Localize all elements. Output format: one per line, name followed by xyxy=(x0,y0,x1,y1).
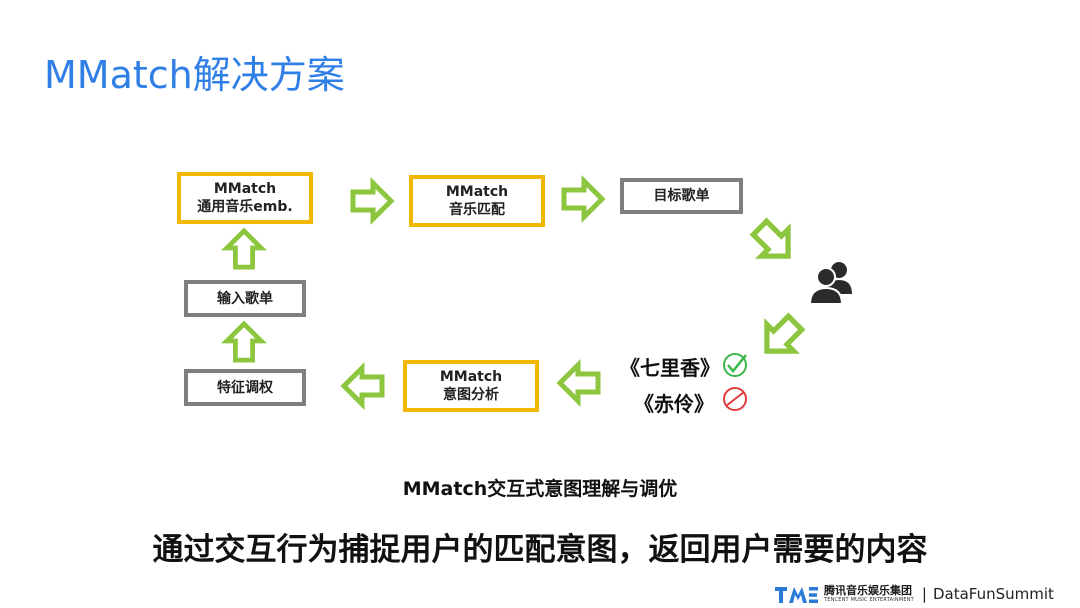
diagram-caption: MMatch交互式意图理解与调优 xyxy=(402,478,678,500)
summit-name: DataFunSummit xyxy=(932,585,1054,603)
page-title: MMatch解决方案 xyxy=(44,53,345,97)
arrow-right-2 xyxy=(561,174,606,224)
music-match-box: MMatch 音乐匹配 xyxy=(409,175,545,227)
general-emb-box: MMatch 通用音乐emb. xyxy=(177,172,313,224)
music-match-line2: 音乐匹配 xyxy=(449,202,505,218)
brand-name-en: TENCENT MUSIC ENTERTAINMENT xyxy=(824,597,914,603)
arrow-down-left xyxy=(764,312,806,354)
headline: 通过交互行为捕捉用户的匹配意图，返回用户需要的内容 xyxy=(152,532,928,568)
intent-analysis-line2: 意图分析 xyxy=(443,387,499,403)
input-playlist-label: 输入歌单 xyxy=(217,290,273,307)
tme-logo-icon xyxy=(775,587,818,603)
brand-text: 腾讯音乐娱乐集团 TENCENT MUSIC ENTERTAINMENT xyxy=(824,584,914,604)
intent-analysis-box: MMatch 意图分析 xyxy=(403,360,539,412)
check-icon xyxy=(723,353,747,377)
target-playlist-box: 目标歌单 xyxy=(620,178,743,214)
intent-analysis-line1: MMatch xyxy=(439,369,503,385)
footer-separator: | xyxy=(921,585,927,603)
users-icon xyxy=(808,262,852,305)
arrow-up-1 xyxy=(221,227,267,270)
music-match-line1: MMatch xyxy=(445,184,509,200)
general-emb-line1: MMatch xyxy=(213,181,277,197)
song-qilixiang: 《七里香》 xyxy=(620,356,720,380)
song-chiling: 《赤伶》 xyxy=(634,392,714,416)
target-playlist-label: 目标歌单 xyxy=(653,188,710,204)
footer: 腾讯音乐娱乐集团 TENCENT MUSIC ENTERTAINMENT | D… xyxy=(775,582,1054,606)
input-playlist-box: 输入歌单 xyxy=(184,280,306,317)
brand-name-cn: 腾讯音乐娱乐集团 xyxy=(824,584,912,597)
feature-tuning-label: 特征调权 xyxy=(217,379,273,396)
arrow-down-right xyxy=(749,217,791,259)
arrow-up-2 xyxy=(221,320,267,363)
arrow-right-1 xyxy=(350,176,395,226)
arrow-left-1 xyxy=(556,358,601,408)
general-emb-line2: 通用音乐emb. xyxy=(197,199,293,215)
no-icon xyxy=(723,387,747,411)
arrow-left-2 xyxy=(340,361,385,411)
feature-tuning-box: 特征调权 xyxy=(184,369,306,406)
